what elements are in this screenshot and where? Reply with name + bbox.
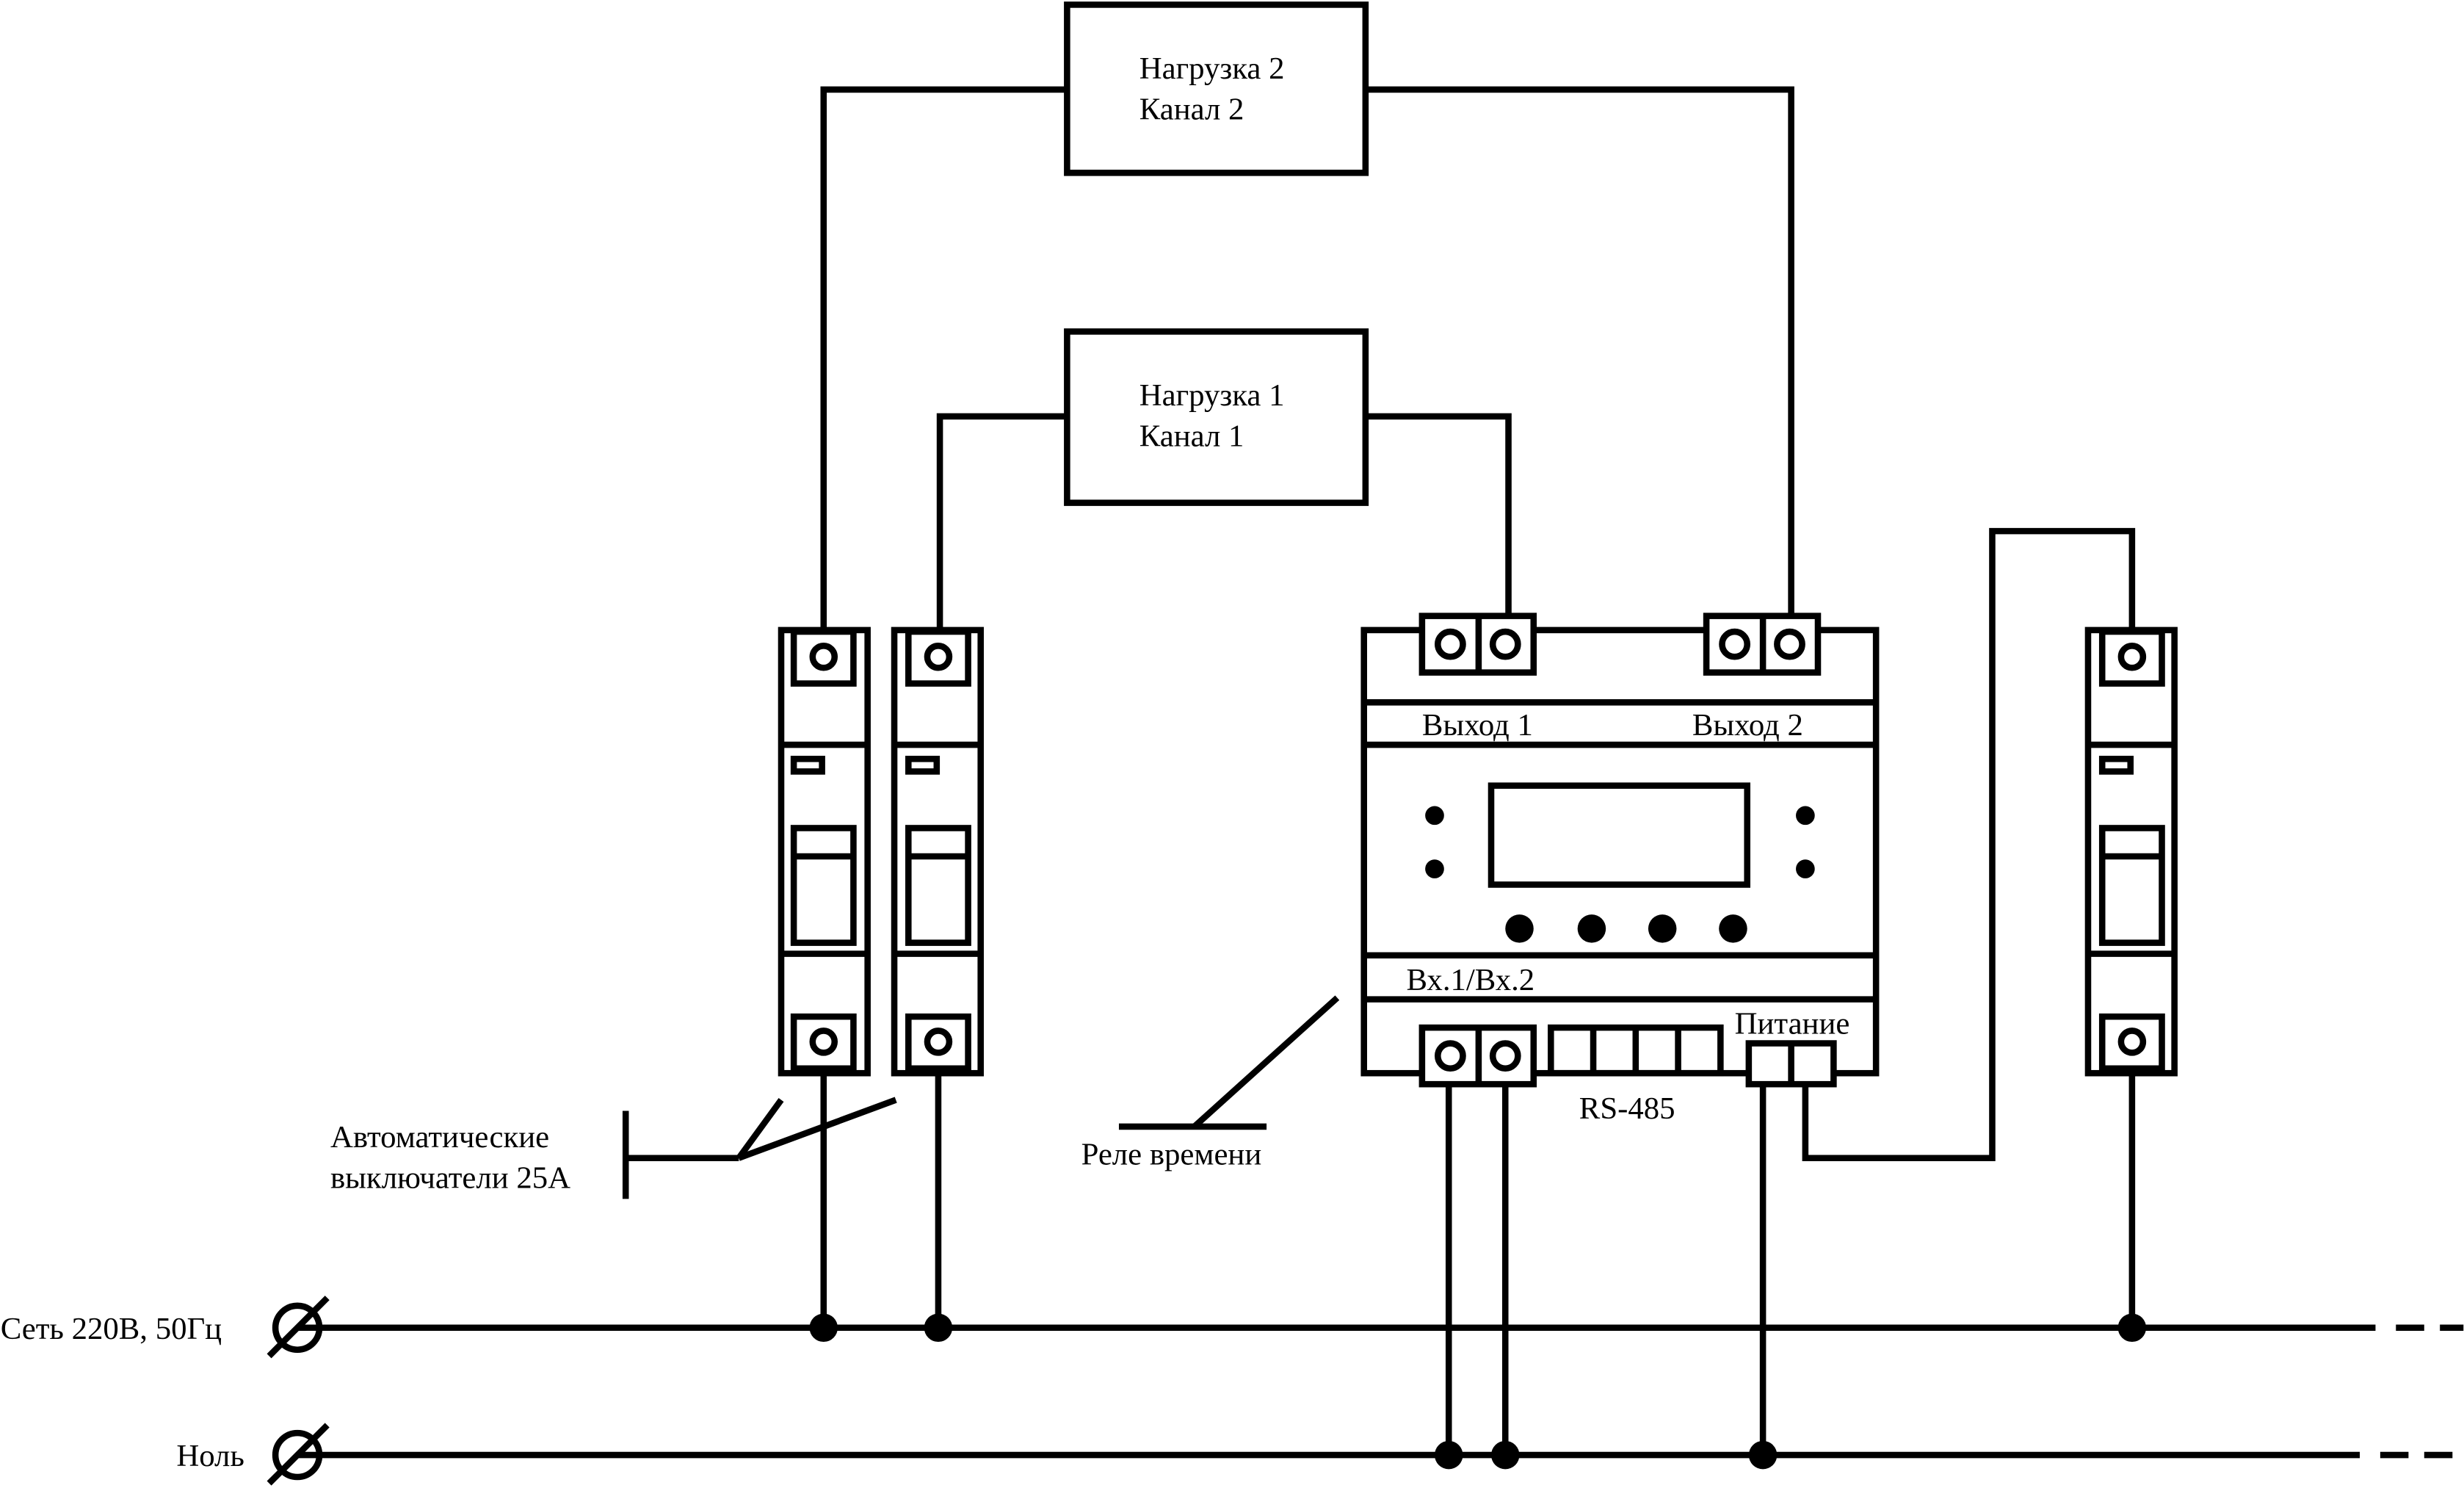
relay-inputs-label: Вх.1/Вх.2 [1406,963,1534,997]
load-1-label-line1: Нагрузка 1 [1139,378,1285,413]
relay-indicator-leds [1425,806,1815,878]
relay-buttons [1505,914,1747,943]
rs485-label: RS-485 [1579,1091,1675,1126]
phase-terminal-symbol [267,1296,330,1359]
neutral-terminal-symbol [267,1423,330,1486]
load-1-label-line2: Канал 1 [1139,419,1244,454]
load-2-label-line2: Канал 2 [1139,93,1244,127]
breakers-caption-line1: Автоматические [330,1120,549,1155]
neutral-label: Ноль [176,1439,244,1473]
relay-caption: Реле времени [1081,1137,1262,1171]
phase-label: Сеть 220В, 50Гц [1,1312,222,1346]
circuit-breaker-2 [891,626,984,1077]
circuit-breaker-3 [2084,626,2178,1077]
circuit-breaker-1 [778,626,871,1077]
relay-leader [1118,995,1340,1130]
junction-dots [809,1313,2147,1470]
breakers-caption-line2: выключатели 25А [330,1160,570,1195]
relay-display [1488,782,1750,888]
relay-output-1-label: Выход 1 [1422,708,1533,743]
load-1-wiring [936,413,1512,630]
time-relay [1360,613,1880,1088]
relay-output-2-label: Выход 2 [1692,708,1803,743]
breaker-leads [820,527,2136,1328]
load-2-label-line1: Нагрузка 2 [1139,51,1285,86]
load-1-box [1064,328,1369,506]
load-2-box [1064,1,1369,176]
load-2-wiring [820,86,1794,630]
breakers-leader [622,1097,897,1199]
relay-leads [1445,1084,1767,1456]
relay-power-label: Питание [1735,1007,1850,1041]
